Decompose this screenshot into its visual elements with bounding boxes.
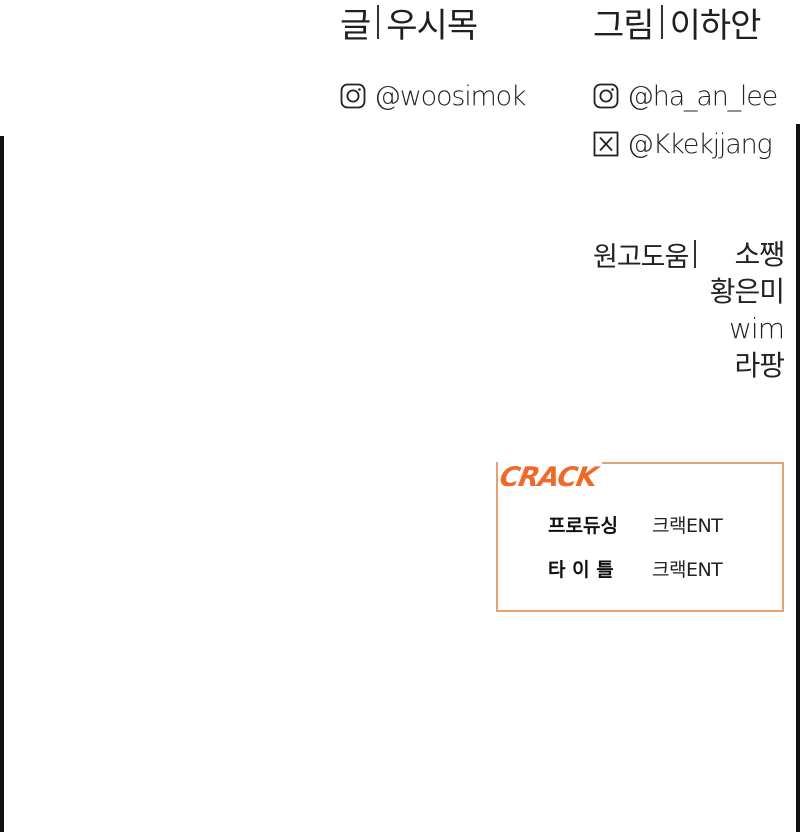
divider: [694, 240, 697, 268]
production-row-key: 타 이 틀: [548, 558, 614, 581]
assistants-label: 원고도움: [593, 236, 697, 273]
artist-label: 그림: [593, 5, 655, 46]
assistants-label-text: 원고도움: [593, 241, 689, 273]
artist-credit: 그림 이하안: [593, 0, 762, 46]
artist-instagram-handle: @ha_an_lee: [627, 80, 778, 112]
production-row: 타 이 틀 크랙ENT: [548, 553, 723, 583]
assistant-name: 소쨍: [734, 238, 785, 271]
panel-left-border: [0, 136, 4, 832]
crack-logo: CRACK: [497, 460, 603, 494]
panel-right-border: [796, 124, 800, 832]
writer-instagram-handle: @woosimok: [374, 80, 527, 112]
production-box: CRACK 프로듀싱 크랙ENT 타 이 틀 크랙ENT: [496, 460, 784, 612]
instagram-icon: [593, 83, 619, 109]
production-row: 프로듀싱 크랙ENT: [548, 509, 723, 539]
assistants-list: 소쨍 황은미 wim 라팡: [664, 236, 785, 384]
assistant-name: 라팡: [734, 349, 785, 382]
writer-instagram-link[interactable]: @woosimok: [340, 76, 527, 116]
artist-name: 이하안: [669, 5, 762, 46]
divider: [377, 5, 380, 39]
production-row-value: 크랙ENT: [652, 558, 723, 581]
artist-x-handle: @Kkekjjang: [627, 128, 773, 160]
writer-label: 글: [340, 5, 371, 46]
divider: [660, 5, 663, 39]
assistant-name: wim: [729, 312, 785, 345]
crack-logo-text: CRACK: [497, 461, 600, 493]
production-row-key: 프로듀싱: [548, 514, 618, 537]
writer-name: 우시목: [386, 5, 478, 46]
artist-x-link[interactable]: @Kkekjjang: [593, 124, 773, 164]
instagram-icon: [340, 83, 366, 109]
artist-instagram-link[interactable]: @ha_an_lee: [593, 76, 778, 116]
production-row-value: 크랙ENT: [652, 514, 723, 537]
x-icon: [593, 131, 619, 157]
writer-credit: 글 우시목: [340, 0, 478, 46]
assistant-name: 황은미: [709, 275, 785, 308]
